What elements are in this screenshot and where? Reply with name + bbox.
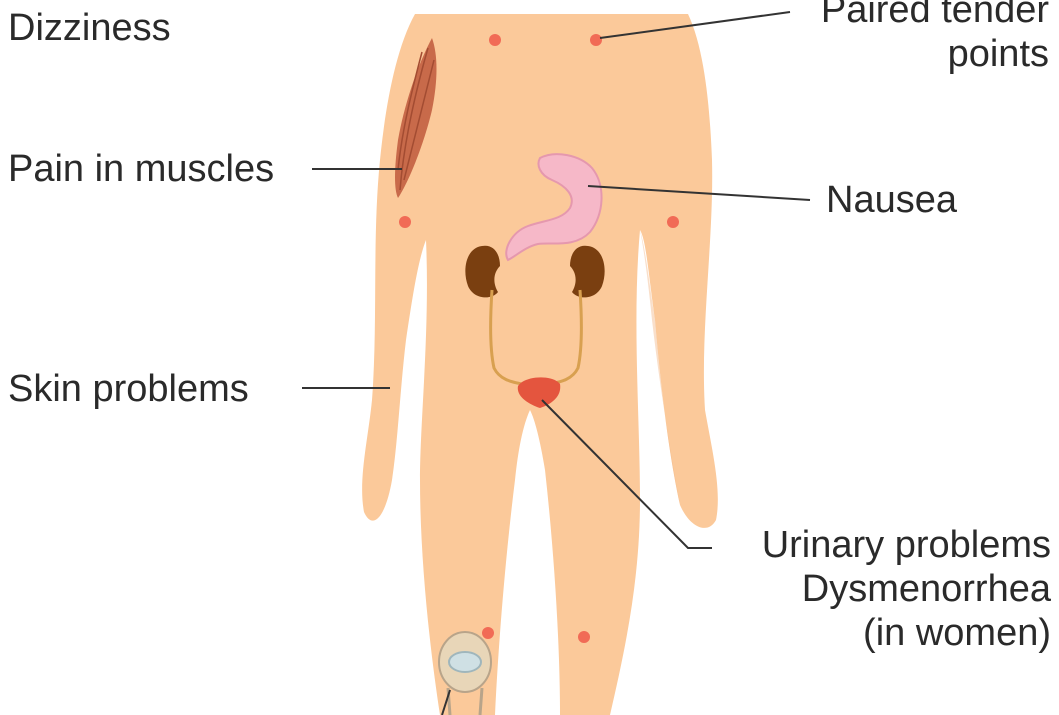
label-dizziness: Dizziness [8, 6, 171, 50]
label-urinary-problems: Urinary problems Dysmenorrhea (in women) [762, 523, 1051, 655]
label-skin-problems: Skin problems [8, 367, 249, 411]
tender-point [489, 34, 501, 46]
label-nausea: Nausea [826, 178, 957, 222]
tender-point [590, 34, 602, 46]
tender-point [667, 216, 679, 228]
tender-point [482, 627, 494, 639]
label-paired-tender-points: Paired tender points [821, 0, 1049, 76]
tender-point [578, 631, 590, 643]
label-urinary-line1: Urinary problems [762, 523, 1051, 567]
label-paired-tender-line2: points [821, 32, 1049, 76]
label-urinary-line2: Dysmenorrhea [762, 567, 1051, 611]
tender-point [399, 216, 411, 228]
label-paired-tender-line1: Paired tender [821, 0, 1049, 32]
label-urinary-line3: (in women) [762, 611, 1051, 655]
label-pain-in-muscles: Pain in muscles [8, 147, 274, 191]
